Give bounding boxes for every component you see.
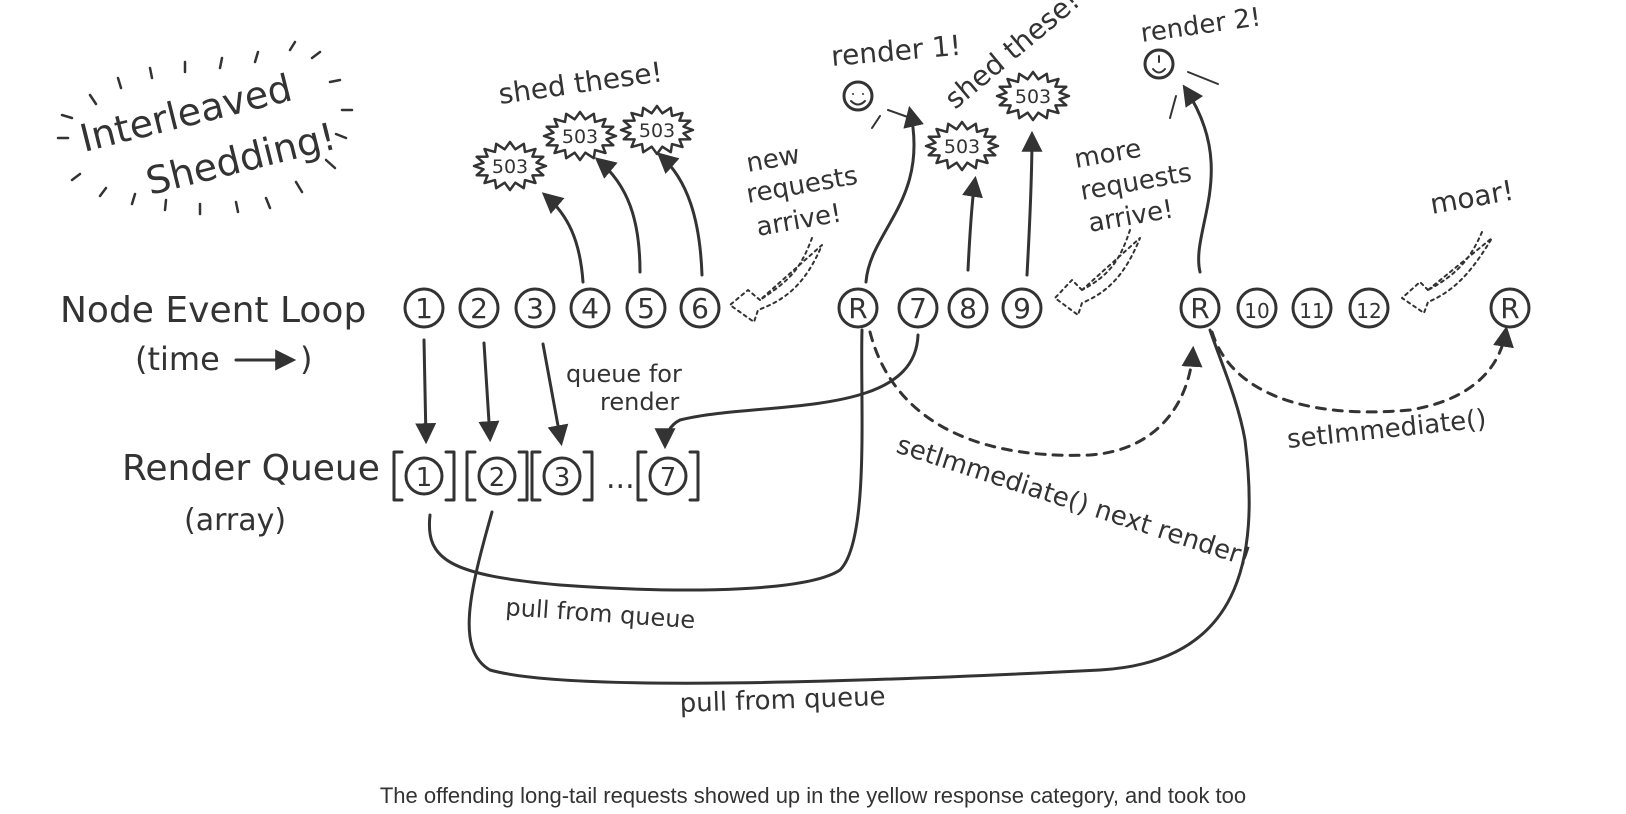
request-3: 3 xyxy=(514,287,556,329)
render-tick: R xyxy=(837,287,879,329)
shed-responses: 503 503 503 503 503 xyxy=(472,70,1071,192)
response-503-label: 503 xyxy=(1015,86,1051,108)
queue-slot-2: 2 xyxy=(465,450,529,502)
event-loop-item-label: 5 xyxy=(637,292,655,325)
request-11: 11 xyxy=(1291,287,1333,329)
interleaved-shedding-diagram: Interleaved Shedding! Node Event Loop (t… xyxy=(56,0,1531,719)
response-503-label: 503 xyxy=(562,126,598,148)
request-7: 7 xyxy=(897,287,939,329)
event-loop-item-label: 11 xyxy=(1299,299,1324,323)
incoming-arrows xyxy=(729,229,1493,323)
smiley-2-icon xyxy=(1143,48,1175,80)
pull-from-queue-1: pull from queue xyxy=(505,593,697,634)
response-503-badge: 503 xyxy=(472,140,548,192)
request-12: 12 xyxy=(1348,287,1390,329)
event-loop-item-label: 8 xyxy=(959,292,977,325)
caption-text: The offending long-tail requests showed … xyxy=(379,783,1247,808)
set-immediate-arrows xyxy=(868,325,1514,457)
render-tick: R xyxy=(1489,287,1531,329)
event-loop-item-label: R xyxy=(1190,292,1209,325)
event-loop-item-label: 6 xyxy=(691,292,709,325)
render-2-group: render 2! xyxy=(1139,2,1263,274)
new-requests-label: new requests arrive! xyxy=(744,140,860,243)
queue-item-label: 1 xyxy=(416,463,433,493)
queue-slot-1: 1 xyxy=(392,450,456,502)
queue-for-render-2: render xyxy=(600,388,679,416)
title-group: Interleaved Shedding! xyxy=(56,40,354,216)
queue-item-label: 3 xyxy=(554,463,571,493)
event-loop-item-label: 3 xyxy=(526,292,544,325)
enqueue-arrows xyxy=(415,333,920,450)
render-2-label: render 2! xyxy=(1139,2,1263,49)
event-loop-item-label: R xyxy=(1500,292,1519,325)
render-tick: R xyxy=(1179,287,1221,329)
queue-slot-3: 3 xyxy=(530,450,594,502)
response-503-label: 503 xyxy=(944,136,980,158)
event-loop-item-label: 10 xyxy=(1244,299,1269,323)
request-9: 9 xyxy=(1001,287,1043,329)
event-loop-item-label: 2 xyxy=(470,292,488,325)
request-6: 6 xyxy=(679,287,721,329)
event-loop-item-label: 9 xyxy=(1013,292,1031,325)
request-8: 8 xyxy=(947,287,989,329)
event-loop-label: Node Event Loop xyxy=(60,290,366,331)
queue-for-render-1: queue for xyxy=(566,360,682,388)
response-503-badge: 503 xyxy=(995,70,1071,122)
event-loop-item-label: R xyxy=(848,292,867,325)
title-rays xyxy=(56,40,354,216)
more-requests-label: more requests arrive! xyxy=(1072,134,1194,239)
shed-arrows-1 xyxy=(541,152,704,284)
request-5: 5 xyxy=(625,287,667,329)
queue-slot-7: 7 xyxy=(636,450,700,502)
event-loop-item-label: 1 xyxy=(415,292,433,325)
response-503-badge: 503 xyxy=(619,104,695,156)
set-immediate-next-label: setImmediate() next render! xyxy=(893,430,1255,573)
response-503-badge: 503 xyxy=(924,120,1000,172)
shed-these-1: shed these! xyxy=(496,55,664,111)
array-label: (array) xyxy=(184,503,286,538)
event-loop-item-label: 4 xyxy=(581,292,599,325)
queue-ellipsis: ... xyxy=(606,461,635,496)
event-loop-item-label: 12 xyxy=(1356,299,1381,323)
pull-from-queue-2: pull from queue xyxy=(679,682,886,719)
render-1-arrow xyxy=(864,105,924,284)
response-503-label: 503 xyxy=(492,156,528,178)
queue-item-label: 7 xyxy=(660,463,677,493)
request-2: 2 xyxy=(458,287,500,329)
response-503-label: 503 xyxy=(639,120,675,142)
time-label-group: (time ) xyxy=(135,340,312,378)
time-label: (time xyxy=(135,340,220,378)
render-1-label: render 1! xyxy=(830,29,963,73)
event-loop-item-label: 7 xyxy=(909,292,927,325)
shed-arrows-2 xyxy=(962,130,1043,277)
response-503-badge: 503 xyxy=(542,110,618,162)
request-1: 1 xyxy=(403,287,445,329)
moar-label: moar! xyxy=(1427,174,1516,221)
smiley-1-icon xyxy=(842,80,874,112)
render-queue-items: 1 2 3 7 xyxy=(392,450,700,502)
render-2-arrow xyxy=(1182,84,1213,274)
request-10: 10 xyxy=(1236,287,1278,329)
time-label-close: ) xyxy=(300,340,312,378)
render-queue-label: Render Queue xyxy=(122,448,380,489)
queue-item-label: 2 xyxy=(489,463,506,493)
pull-from-queue-curves xyxy=(427,328,1251,685)
request-4: 4 xyxy=(569,287,611,329)
